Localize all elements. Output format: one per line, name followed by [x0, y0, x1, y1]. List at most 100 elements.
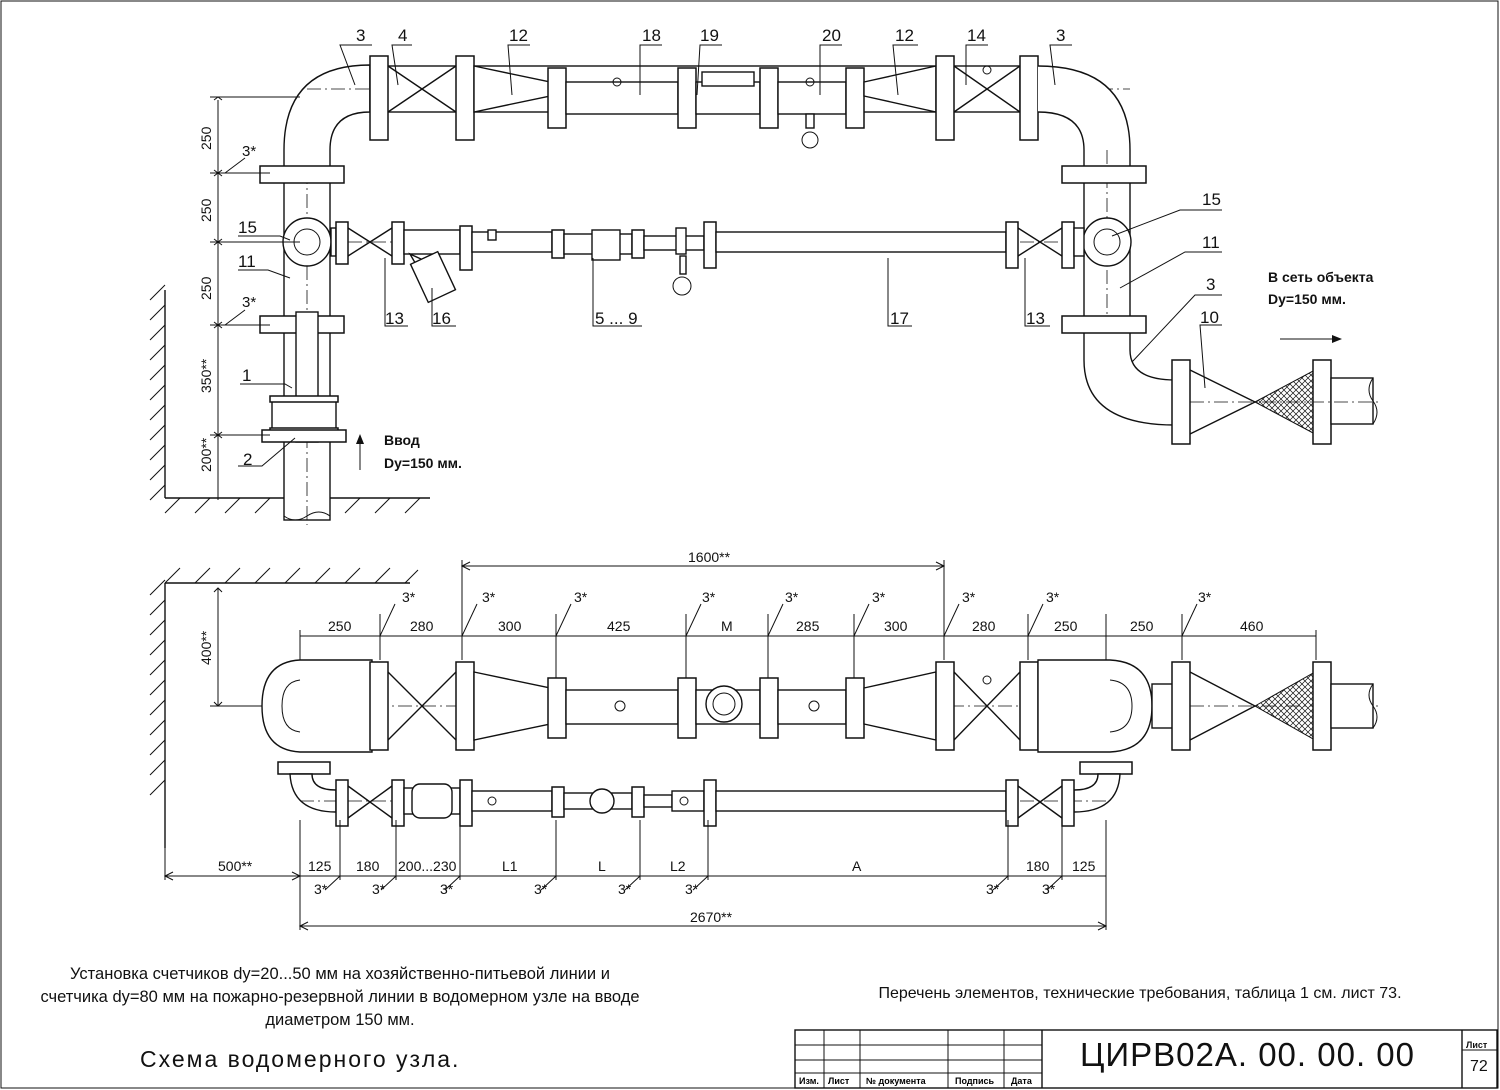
- callout-3-right: 3: [1056, 26, 1065, 45]
- inlet-dn: Dy=150 мм.: [384, 455, 462, 471]
- callout-10: 10: [1200, 308, 1219, 327]
- sheet-number: 72: [1470, 1058, 1488, 1075]
- callout-2: 2: [243, 450, 252, 469]
- dim-top-3: 250: [198, 276, 214, 300]
- callout-15-right: 15: [1202, 190, 1221, 209]
- star-mark-1: 3*: [242, 143, 256, 160]
- dim-180-b: 180: [1026, 858, 1050, 874]
- dim-a: A: [852, 858, 862, 874]
- callout-20: 20: [822, 26, 841, 45]
- callout-11-left: 11: [238, 252, 256, 271]
- bypass-pipe-17: [715, 231, 1007, 253]
- dim-m: M: [721, 618, 733, 634]
- elbow-bottom-left: [261, 659, 373, 753]
- dim-125-b: 125: [1072, 858, 1096, 874]
- star-mark-2: 3*: [242, 294, 256, 311]
- drawing-title: Схема водомерного узла.: [140, 1046, 461, 1072]
- tb-header-doc: № документа: [866, 1076, 926, 1086]
- dim-bottom-400: 400**: [198, 630, 214, 665]
- tb-header-sign: Подпись: [955, 1076, 995, 1086]
- outlet-dn: Dy=150 мм.: [1268, 291, 1346, 307]
- elbow-top-left: [283, 64, 371, 180]
- dim-285: 285: [796, 618, 820, 634]
- dim-425: 425: [607, 618, 631, 634]
- star-mark-l5: 3*: [618, 881, 632, 897]
- star-mark-u6: 3*: [872, 589, 886, 605]
- star-marks-upper: 3* 3* 3* 3* 3* 3* 3* 3* 3*: [402, 589, 1212, 605]
- star-mark-l6: 3*: [685, 881, 699, 897]
- sheet-label: Лист: [1466, 1040, 1488, 1050]
- dim-top-1: 250: [198, 126, 214, 150]
- flange-2: [261, 429, 347, 443]
- star-mark-u1: 3*: [402, 589, 416, 605]
- callout-12-left: 12: [509, 26, 528, 45]
- callout-19: 19: [700, 26, 719, 45]
- dim-280-b: 280: [972, 618, 996, 634]
- row-dims-top: 250 280 300 425 M 285 300 280 250 250 46…: [328, 618, 1264, 634]
- star-mark-l2: 3*: [372, 881, 386, 897]
- top-view: [149, 55, 1380, 525]
- star-mark-l1: 3*: [314, 881, 328, 897]
- dim-top-5: 200**: [198, 437, 214, 472]
- dim-top-4: 350**: [198, 358, 214, 393]
- star-mark-l8: 3*: [1042, 881, 1056, 897]
- tee-15-right: [1082, 217, 1132, 267]
- dim-250-b: 250: [1054, 618, 1078, 634]
- star-mark-u8: 3*: [1046, 589, 1060, 605]
- callout-3-left: 3: [356, 26, 365, 45]
- dim-250-c: 250: [1130, 618, 1154, 634]
- star-mark-u3: 3*: [574, 589, 588, 605]
- star-mark-l4: 3*: [534, 881, 548, 897]
- callout-4: 4: [398, 26, 407, 45]
- meter-bottom-main: [705, 685, 743, 723]
- dim-300-b: 300: [884, 618, 908, 634]
- document-code: ЦИРВ02А. 00. 00. 00: [1080, 1036, 1415, 1073]
- callout-12-right: 12: [895, 26, 914, 45]
- callout-13-right: 13: [1026, 309, 1045, 328]
- elbow-outlet: [1083, 330, 1176, 426]
- callout-3-outlet: 3: [1206, 275, 1215, 294]
- dim-200-230: 200...230: [398, 858, 457, 874]
- dim-180-a: 180: [356, 858, 380, 874]
- callout-14: 14: [967, 26, 986, 45]
- dim-top-2: 250: [198, 198, 214, 222]
- dim-2670: 2670**: [690, 909, 733, 925]
- title-block: [794, 1029, 1498, 1089]
- gate-valve-top-right: [953, 65, 1021, 113]
- tb-header-date: Дата: [1011, 1076, 1032, 1086]
- wall-hatch: [149, 284, 430, 514]
- dim-300-a: 300: [498, 618, 522, 634]
- dim-460: 460: [1240, 618, 1264, 634]
- water-meter-19: [695, 81, 761, 115]
- installation-note: Установка счетчиков dy=20...50 мм на хоз…: [40, 965, 640, 1029]
- callout-15-left: 15: [238, 218, 257, 237]
- dim-l1: L1: [502, 858, 518, 874]
- callout-18: 18: [642, 26, 661, 45]
- outlet-label: В сеть объекта: [1268, 269, 1374, 285]
- tb-header-list: Лист: [828, 1076, 850, 1086]
- callout-17: 17: [890, 309, 909, 328]
- reference-note: Перечень элементов, технические требован…: [878, 985, 1402, 1002]
- elbow-top-right: [1037, 65, 1131, 181]
- callout-1: 1: [242, 366, 251, 385]
- callout-11-right: 11: [1202, 233, 1220, 252]
- dim-125-a: 125: [308, 858, 332, 874]
- star-mark-l7: 3*: [986, 881, 1000, 897]
- inlet-label: Ввод: [384, 432, 420, 448]
- star-mark-u4: 3*: [702, 589, 716, 605]
- callout-5-9: 5 ... 9: [595, 309, 638, 328]
- top-callouts: 3 4 12 18 19 20 12 14 3 15 11 1 2 13 16 …: [238, 26, 1222, 469]
- tb-header-izm: Изм.: [799, 1076, 819, 1086]
- star-marks-lower: 3* 3* 3* 3* 3* 3* 3* 3*: [314, 881, 1056, 897]
- callout-13-left: 13: [385, 309, 404, 328]
- dim-250-a: 250: [328, 618, 352, 634]
- flow-labels: Ввод Dy=150 мм. В сеть объекта Dy=150 мм…: [356, 269, 1374, 471]
- callout-16: 16: [432, 309, 451, 328]
- top-vertical-dimensions: 250 250 250 350** 200** 3* 3*: [198, 96, 300, 500]
- dim-l2: L2: [670, 858, 686, 874]
- bottom-dimensions: 400** 1600** 3* 3* 3* 3* 3* 3* 3* 3* 3* …: [163, 549, 1317, 931]
- star-mark-u7: 3*: [962, 589, 976, 605]
- dim-1600: 1600**: [688, 549, 731, 565]
